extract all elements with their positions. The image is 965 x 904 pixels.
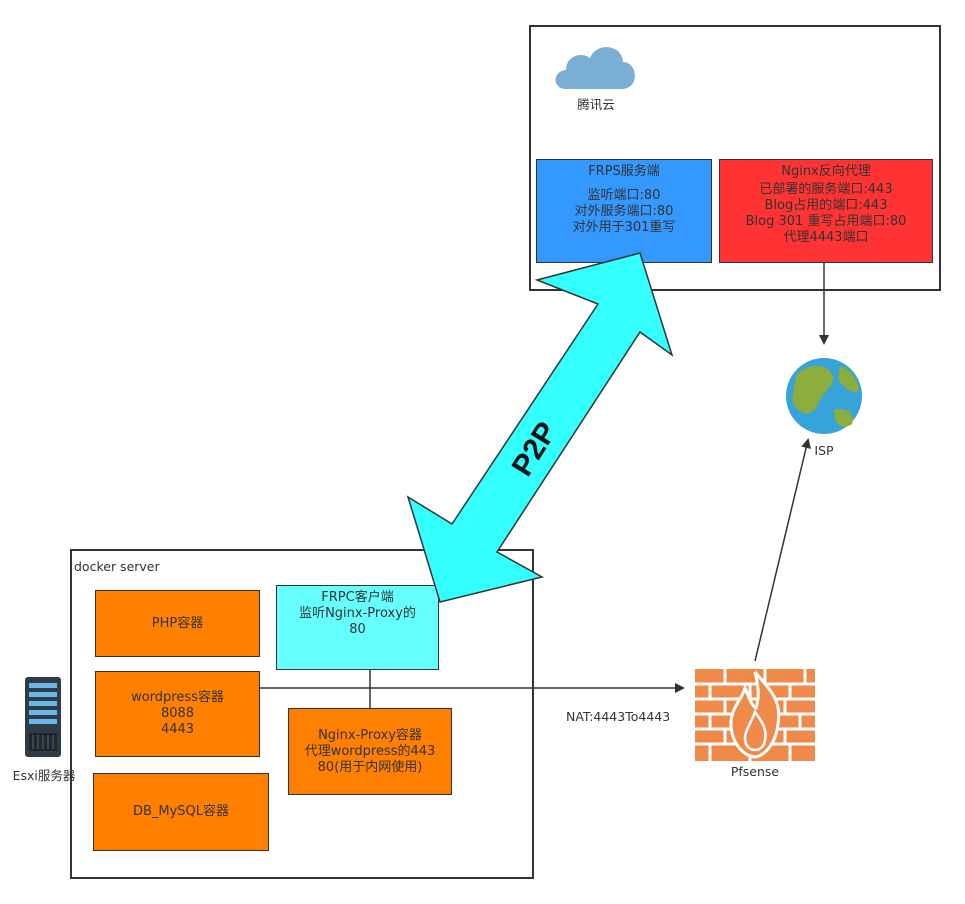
pfsense-label: Pfsense	[730, 764, 780, 779]
cloud-icon	[555, 47, 635, 89]
nat-label: NAT:4443To4443	[566, 709, 671, 724]
wordpress-line: 4443	[160, 722, 195, 737]
db-container-label: DB_MySQL容器	[132, 804, 230, 819]
cloud-label: 腾讯云	[577, 97, 615, 112]
nginx-proxy-container-box: Nginx-Proxy容器 代理wordpress的443 80(用于内网使用)	[288, 708, 452, 795]
wordpress-container-box: wordpress容器 8088 4443	[95, 671, 260, 757]
nginx-line: Blog 301 重写占用端口:80	[745, 214, 907, 229]
docker-server-title: docker server	[74, 559, 160, 574]
wordpress-line: 8088	[160, 706, 195, 721]
wordpress-line: wordpress容器	[131, 690, 224, 705]
arrow-pfsense-to-isp	[754, 438, 811, 662]
nginx-line: 已部署的服务端口:443	[759, 182, 893, 197]
frpc-line: FRPC客户端	[321, 590, 394, 605]
frps-line: 监听端口:80	[587, 188, 661, 203]
globe-icon	[786, 358, 862, 434]
frpc-client-box: FRPC客户端 监听Nginx-Proxy的 80	[276, 585, 439, 670]
frps-server-box: FRPS服务端 监听端口:80 对外服务端口:80 对外用于301重写	[536, 159, 712, 263]
php-container-label: PHP容器	[151, 615, 204, 631]
nginx-proxy-line: Nginx-Proxy容器	[318, 727, 422, 743]
nginx-proxy-line: 80(用于内网使用)	[317, 759, 423, 775]
esxi-label: Esxi服务器	[12, 768, 76, 783]
isp-label: ISP	[814, 443, 834, 458]
frpc-line: 80	[349, 622, 366, 637]
docker-server-frame	[70, 549, 534, 879]
p2p-double-arrow	[406, 252, 674, 603]
cloud-panel	[529, 25, 941, 291]
frps-line: 对外用于301重写	[572, 220, 676, 235]
frps-title: FRPS服务端	[588, 164, 660, 179]
php-container-box: PHP容器	[95, 590, 260, 657]
nginx-reverse-proxy-box: Nginx反向代理 已部署的服务端口:443 Blog占用的端口:443 Blo…	[719, 159, 933, 263]
nginx-title: Nginx反向代理	[781, 164, 871, 179]
nginx-line: Blog占用的端口:443	[764, 198, 888, 213]
nginx-proxy-line: 代理wordpress的443	[304, 743, 436, 759]
frpc-line: 监听Nginx-Proxy的	[299, 606, 416, 621]
frps-line: 对外服务端口:80	[574, 204, 674, 219]
nginx-line: 代理4443端口	[783, 230, 869, 245]
db-mysql-container-box: DB_MySQL容器	[93, 773, 269, 851]
